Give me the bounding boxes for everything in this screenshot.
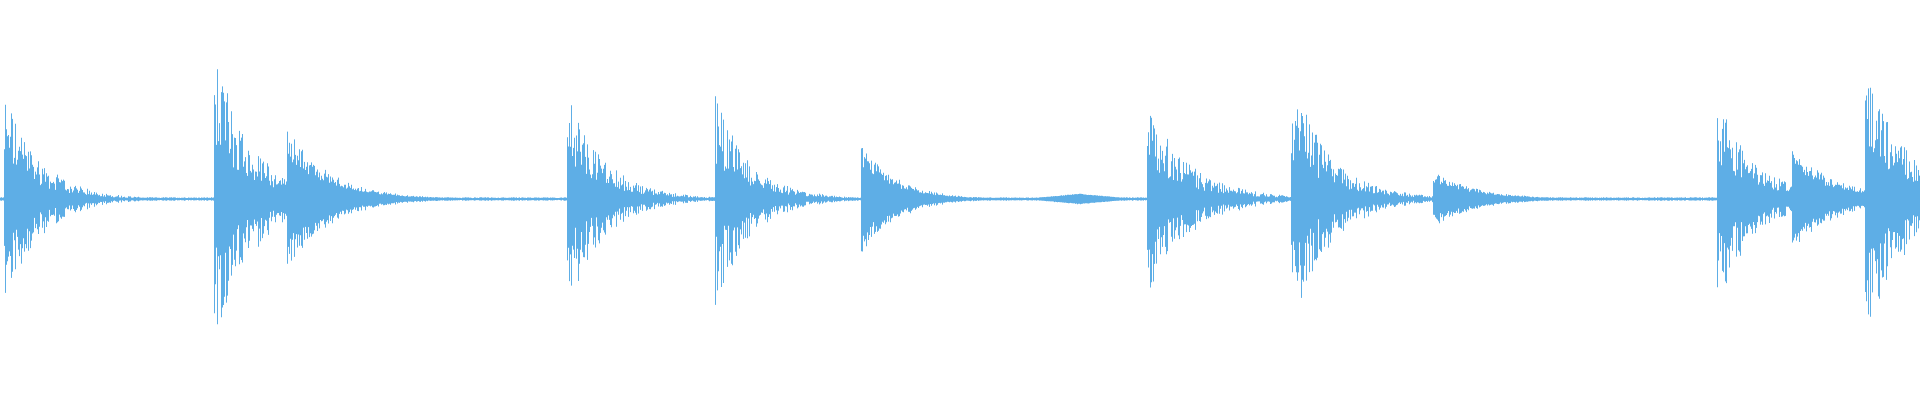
waveform-trace	[0, 69, 1920, 325]
